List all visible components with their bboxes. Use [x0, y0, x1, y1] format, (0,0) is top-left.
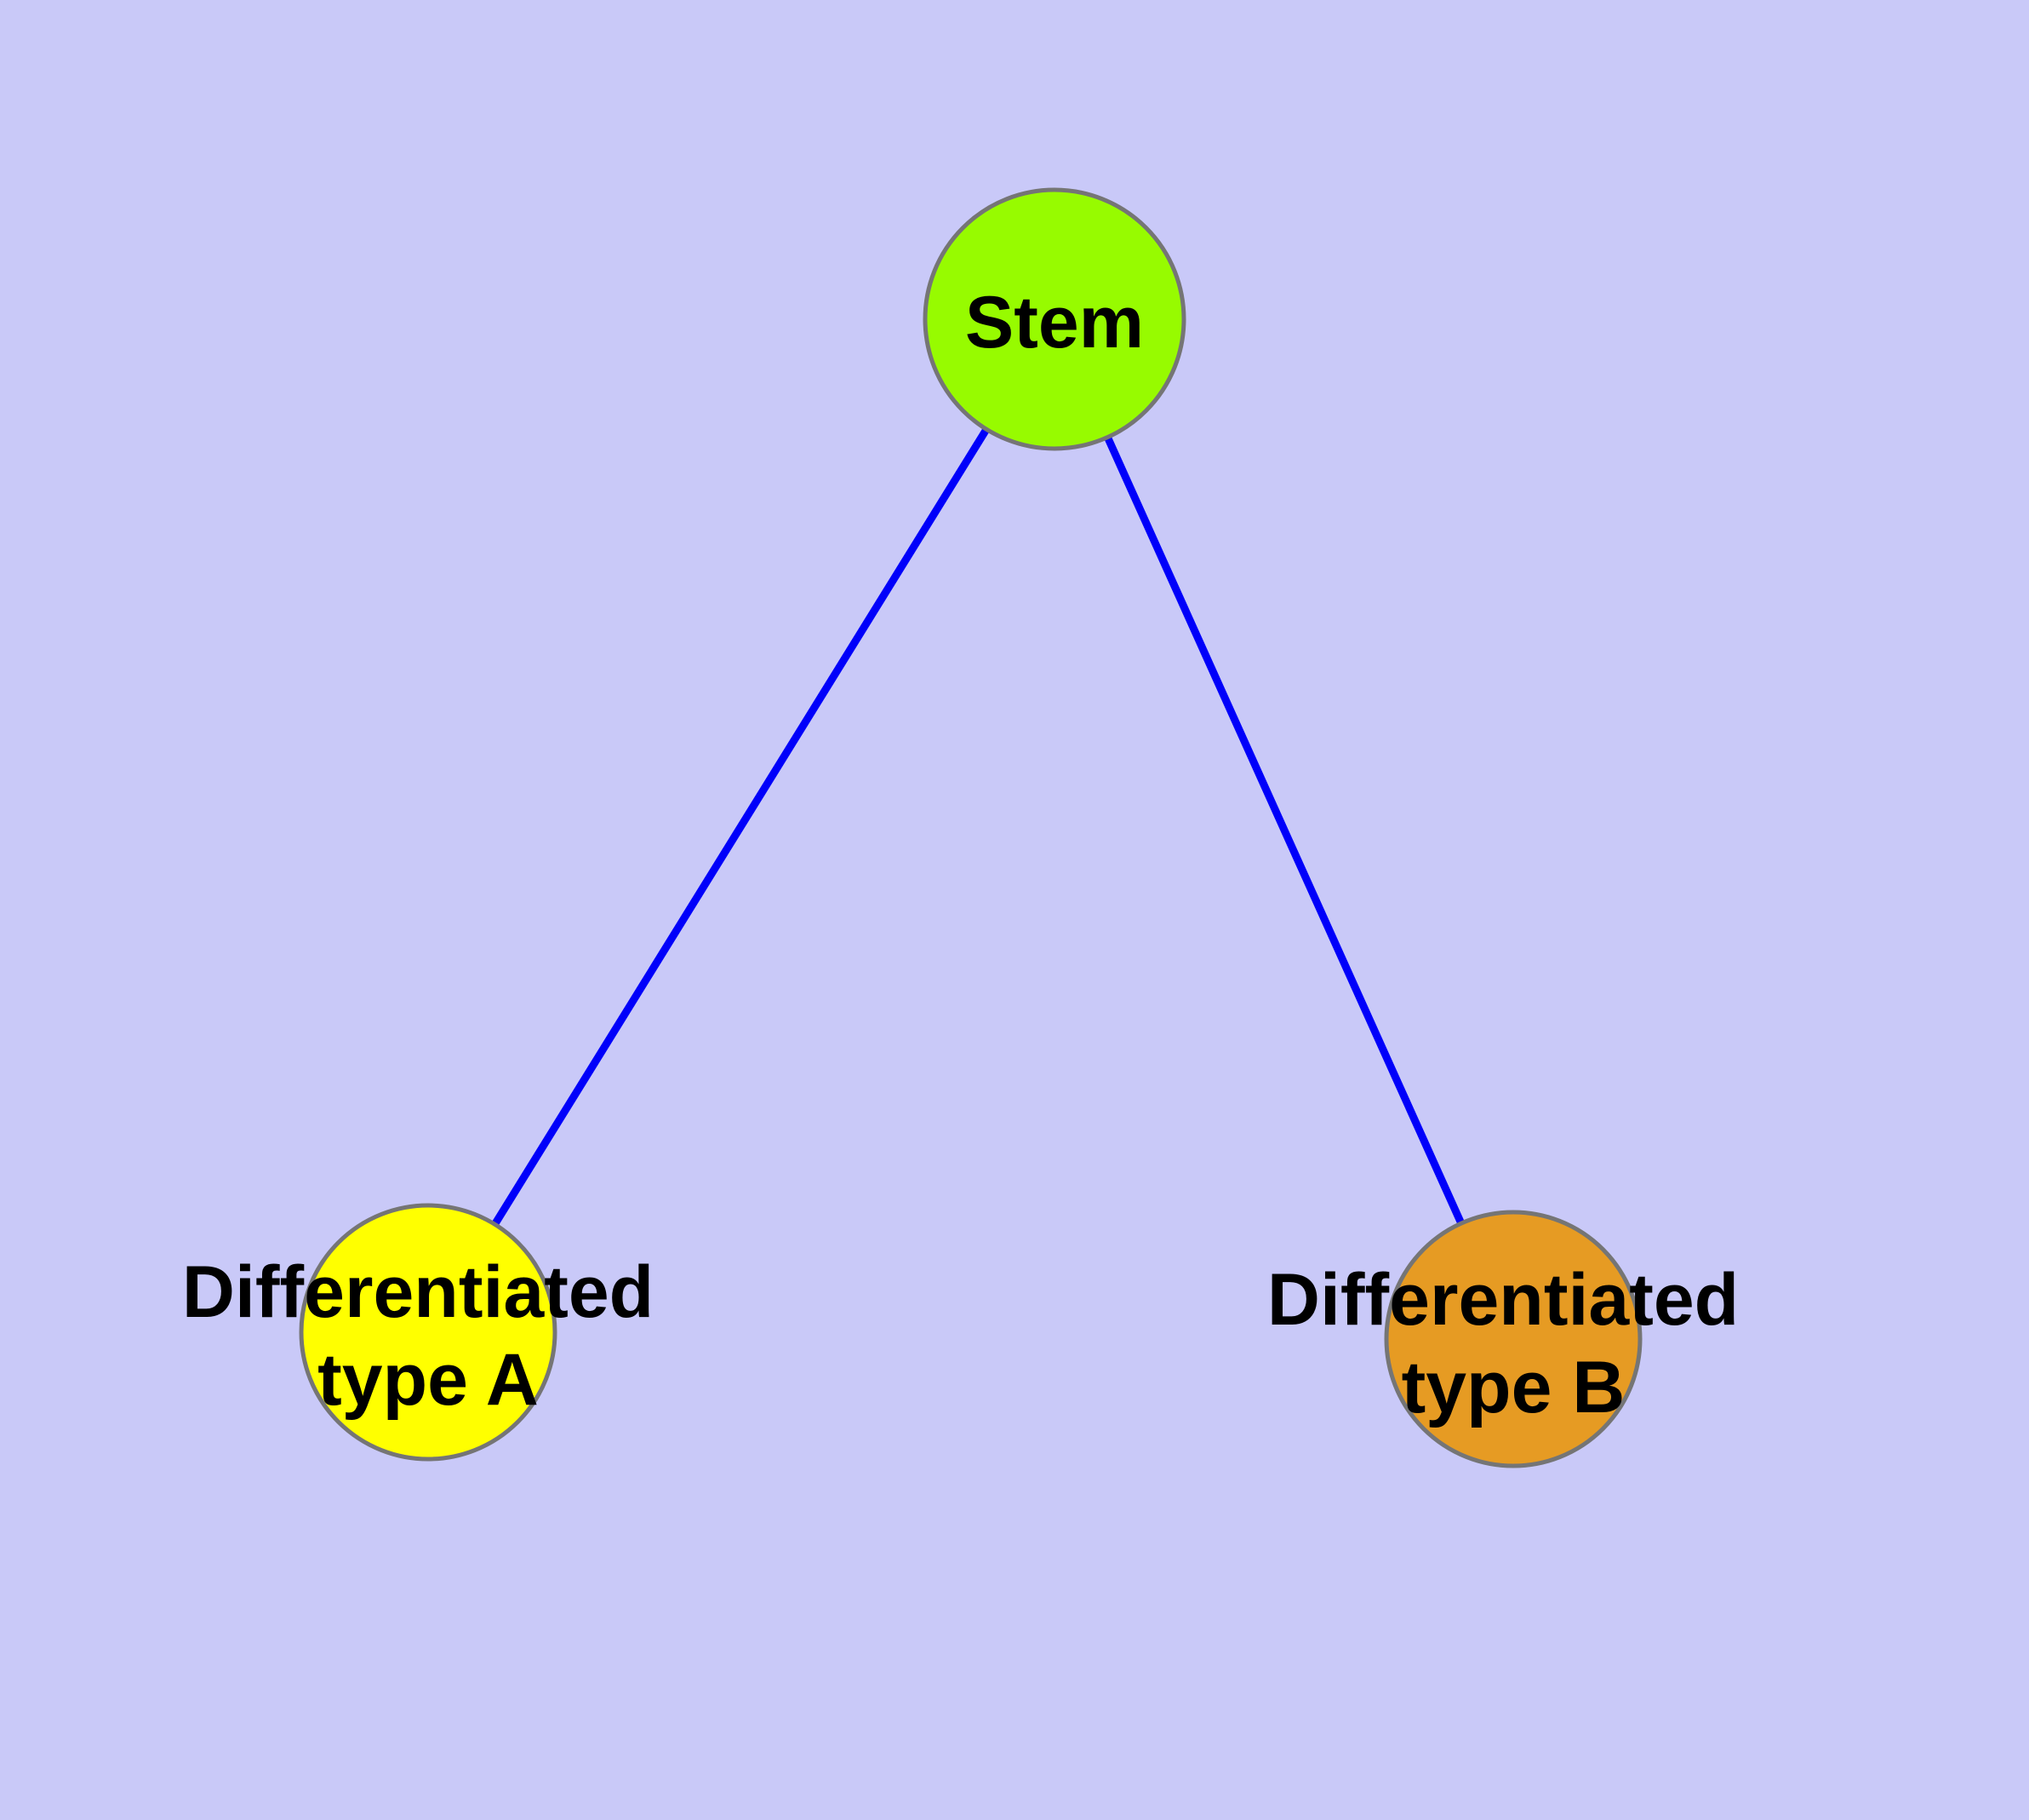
type-a-node-label: Differentiated type A [182, 1251, 674, 1421]
type-b-node-circle [1384, 1210, 1643, 1468]
stem-node-label: Stem [965, 282, 1144, 363]
type-b-label-line-2: type B [1402, 1347, 1626, 1428]
edge-stem-to-type-a [425, 317, 1058, 1335]
node-differentiated-type-b: Differentiated type B [1267, 1210, 1759, 1468]
stem-node-circle [923, 187, 1186, 451]
type-b-label-line-1: Differentiated [1267, 1259, 1739, 1341]
node-differentiated-type-a: Differentiated type A [182, 1203, 674, 1462]
type-a-label-line-2: type A [317, 1339, 539, 1421]
type-b-node-label: Differentiated type B [1267, 1259, 1759, 1428]
type-a-label-line-1: Differentiated [182, 1251, 654, 1333]
edge-stem-to-type-b [1050, 318, 1517, 1341]
node-stem: Stem [923, 187, 1186, 451]
type-a-node-circle [299, 1203, 557, 1462]
